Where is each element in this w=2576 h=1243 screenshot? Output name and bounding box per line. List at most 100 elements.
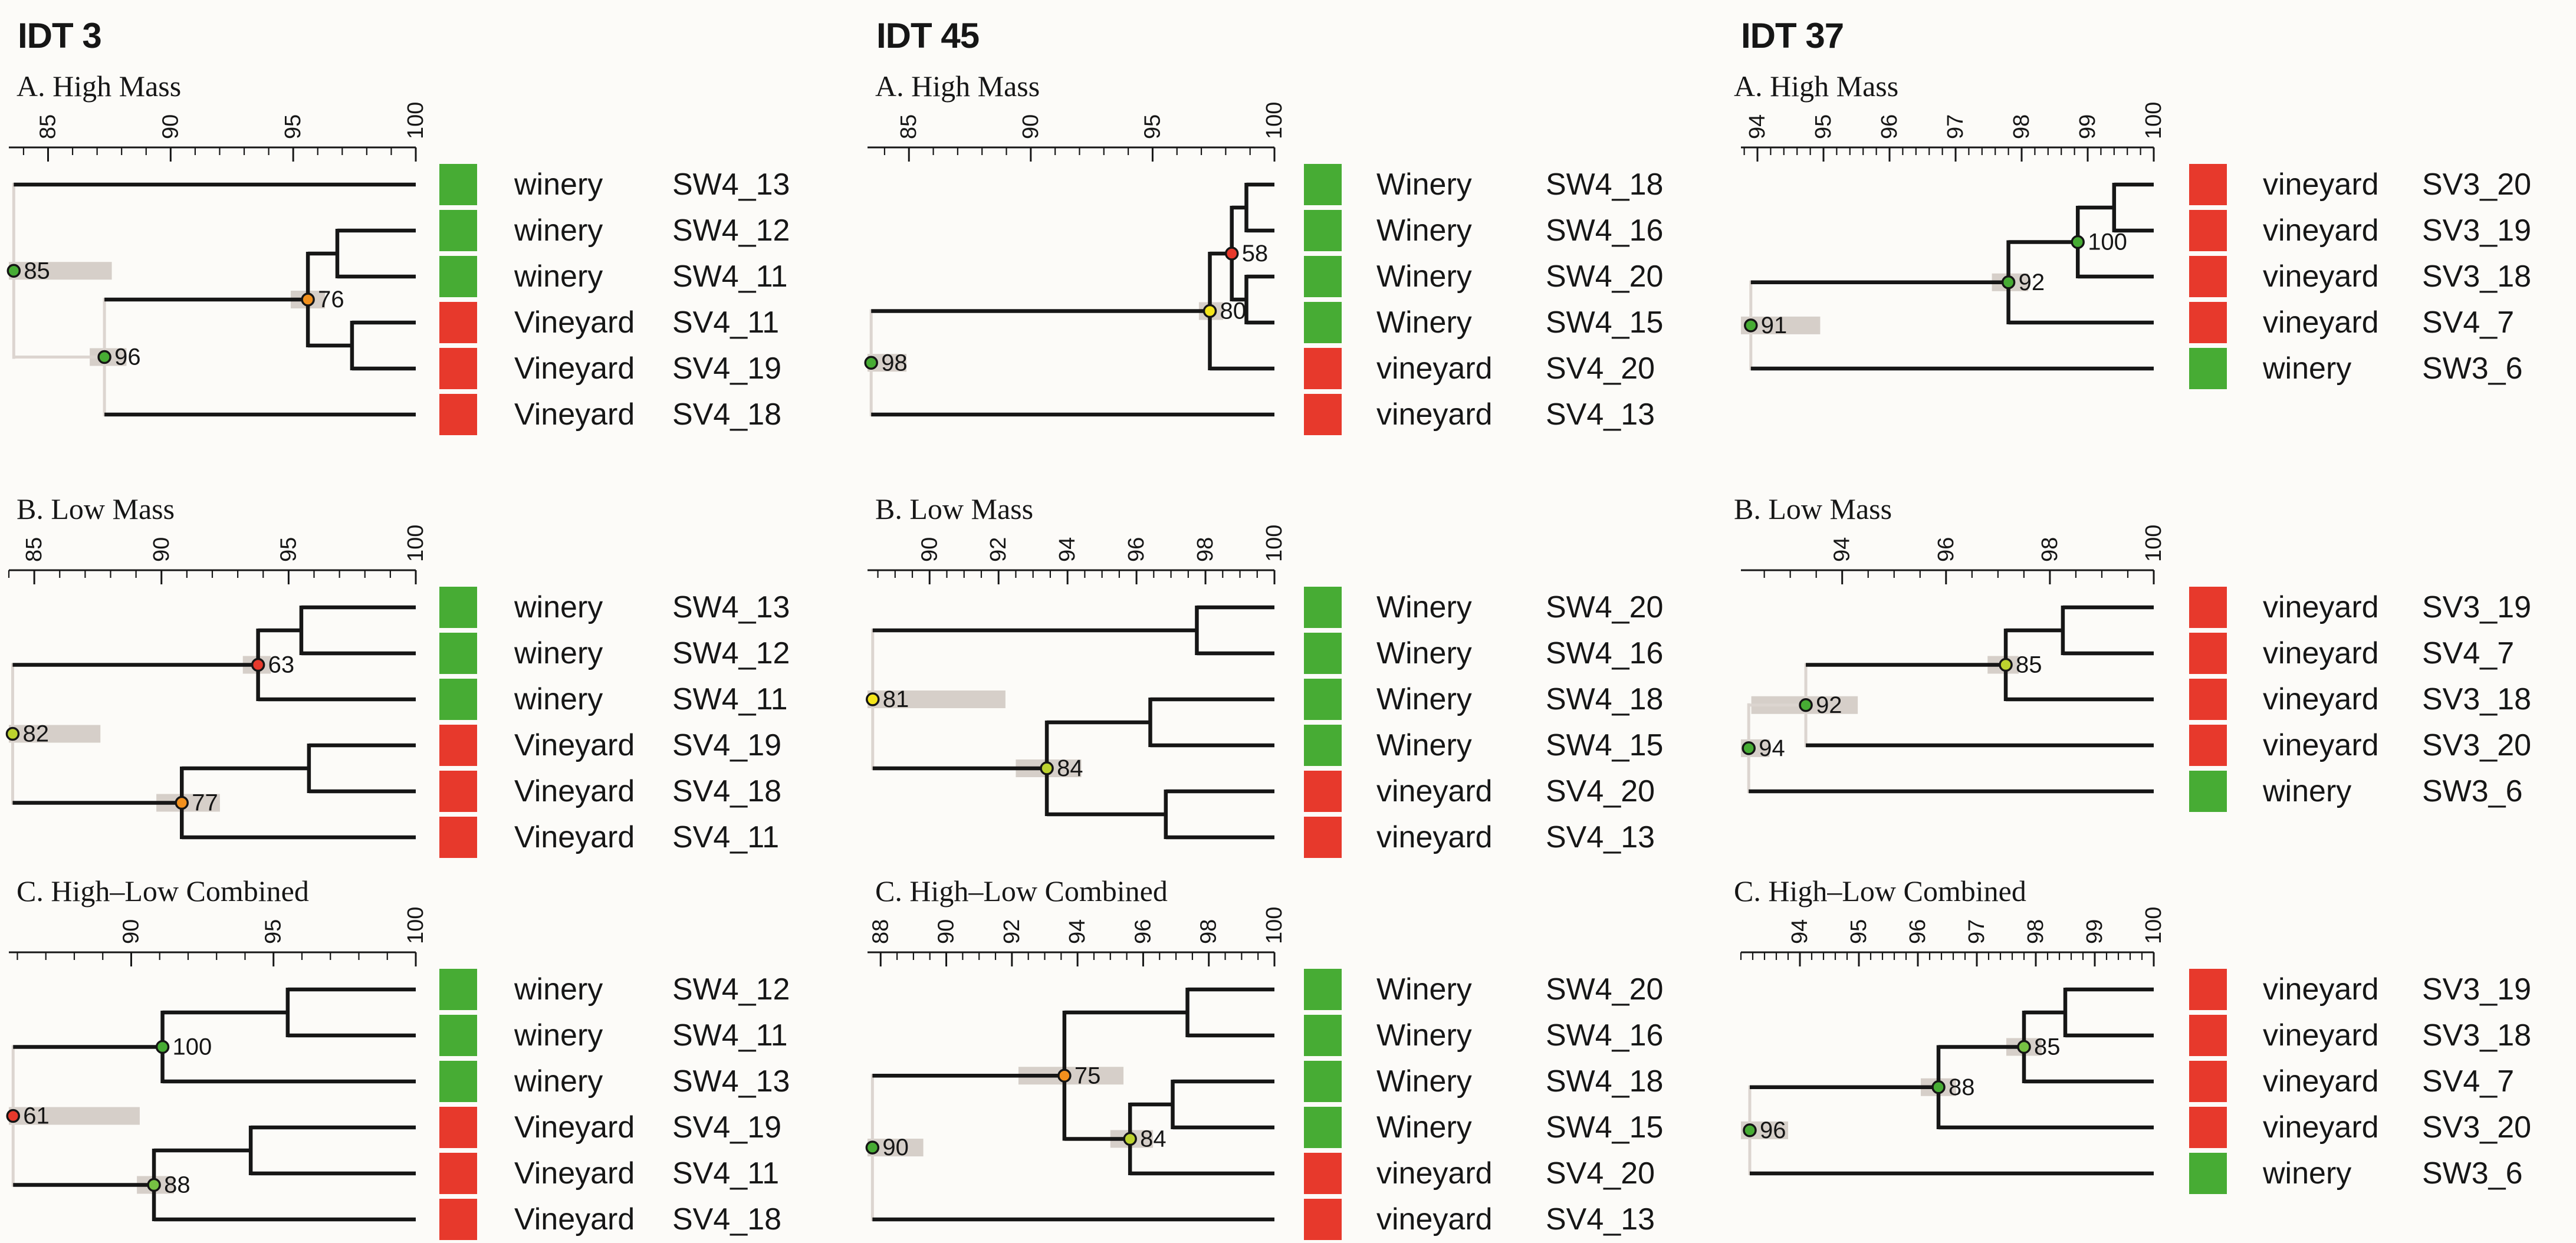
axis-tick-label: 100 xyxy=(2141,102,2166,139)
group-swatch xyxy=(439,633,477,674)
sample-label: SW4_18 xyxy=(1546,1064,1663,1099)
group-swatch xyxy=(2189,1061,2227,1102)
sample-label: SV4_7 xyxy=(2422,305,2514,340)
node-dot xyxy=(301,292,315,307)
sample-label: SV4_13 xyxy=(1546,820,1655,854)
node-dot xyxy=(6,264,21,278)
group-label: Winery xyxy=(1376,636,1472,670)
ci-bar xyxy=(9,262,112,280)
node-dot xyxy=(5,726,20,741)
axis-tick-label: 99 xyxy=(2082,919,2107,944)
group-label: winery xyxy=(2262,351,2351,386)
group-label: vineyard xyxy=(1376,397,1493,432)
node-dot xyxy=(864,356,878,370)
group-swatch xyxy=(2189,256,2227,297)
group-swatch xyxy=(439,725,477,766)
sample-label: SV4_20 xyxy=(1546,351,1655,386)
group-swatch xyxy=(1304,1107,1342,1148)
node-support-label: 81 xyxy=(883,686,909,712)
group-label: vineyard xyxy=(2263,167,2379,202)
axis-tick-label: 94 xyxy=(1830,537,1855,562)
sample-label: SW4_11 xyxy=(672,1018,788,1053)
node-support-label: 88 xyxy=(164,1172,190,1198)
group-label: winery xyxy=(514,213,603,248)
group-label: winery xyxy=(514,590,603,624)
column-title-idt45: IDT 45 xyxy=(876,16,980,55)
axis-tick-label: 92 xyxy=(986,537,1011,562)
group-swatch xyxy=(439,1153,477,1194)
ci-bar xyxy=(9,725,101,743)
axis-tick-label: 90 xyxy=(149,537,174,562)
group-swatch xyxy=(439,302,477,343)
group-swatch xyxy=(439,771,477,812)
group-swatch xyxy=(2189,725,2227,766)
group-swatch xyxy=(439,394,477,435)
group-label: Winery xyxy=(1376,1110,1472,1145)
node-support-label: 91 xyxy=(1761,313,1788,338)
node-dot xyxy=(1744,318,1758,333)
sample-label: SV3_20 xyxy=(2422,728,2531,762)
ci-bar xyxy=(868,690,1006,708)
group-swatch xyxy=(1304,969,1342,1010)
node-support-label: 100 xyxy=(2088,229,2127,255)
node-dot xyxy=(865,1140,880,1155)
node-support-label: 94 xyxy=(1759,735,1785,761)
group-label: winery xyxy=(514,259,603,294)
node-dot xyxy=(1224,246,1239,261)
axis-tick-label: 100 xyxy=(1262,907,1287,944)
axis-tick-label: 90 xyxy=(1018,114,1043,139)
sample-label: SW4_16 xyxy=(1546,636,1663,670)
node-dot xyxy=(1931,1080,1946,1094)
group-swatch xyxy=(1304,587,1342,628)
group-swatch xyxy=(2189,164,2227,205)
group-label: winery xyxy=(514,167,603,202)
group-label: vineyard xyxy=(2263,1110,2379,1145)
group-label: Vineyard xyxy=(514,774,635,808)
ci-bar xyxy=(9,1107,140,1125)
axis-tick-label: 97 xyxy=(1943,114,1968,139)
group-label: vineyard xyxy=(2263,728,2379,762)
node-dot xyxy=(2071,235,2085,249)
group-swatch xyxy=(2189,633,2227,674)
sample-label: SV4_19 xyxy=(672,351,781,386)
group-label: vineyard xyxy=(2263,682,2379,716)
axis-tick-label: 98 xyxy=(2009,114,2034,139)
group-label: Vineyard xyxy=(514,820,635,854)
group-swatch xyxy=(439,1107,477,1148)
group-swatch xyxy=(439,1015,477,1056)
sample-label: SV4_18 xyxy=(672,1202,781,1237)
group-swatch xyxy=(1304,633,1342,674)
column-title-idt37: IDT 37 xyxy=(1741,16,1844,55)
axis-tick-label: 90 xyxy=(119,919,143,944)
sample-label: SV4_20 xyxy=(1546,1156,1655,1191)
node-dot xyxy=(175,795,189,810)
group-label: winery xyxy=(514,1018,603,1053)
sample-label: SV4_18 xyxy=(672,397,781,432)
group-swatch xyxy=(1304,302,1342,343)
sample-label: SW4_13 xyxy=(672,167,790,202)
group-label: Winery xyxy=(1376,1018,1472,1053)
group-label: vineyard xyxy=(2263,590,2379,624)
node-dot xyxy=(1040,761,1054,775)
node-support-label: 75 xyxy=(1075,1063,1101,1089)
group-swatch xyxy=(439,679,477,720)
group-label: Vineyard xyxy=(514,728,635,762)
group-swatch xyxy=(1304,679,1342,720)
sample-label: SW4_12 xyxy=(672,972,790,1007)
group-label: Winery xyxy=(1376,972,1472,1007)
sample-label: SV3_19 xyxy=(2422,590,2531,624)
sample-label: SW4_15 xyxy=(1546,728,1663,762)
node-dot xyxy=(2017,1040,2031,1054)
group-label: vineyard xyxy=(1376,351,1493,386)
